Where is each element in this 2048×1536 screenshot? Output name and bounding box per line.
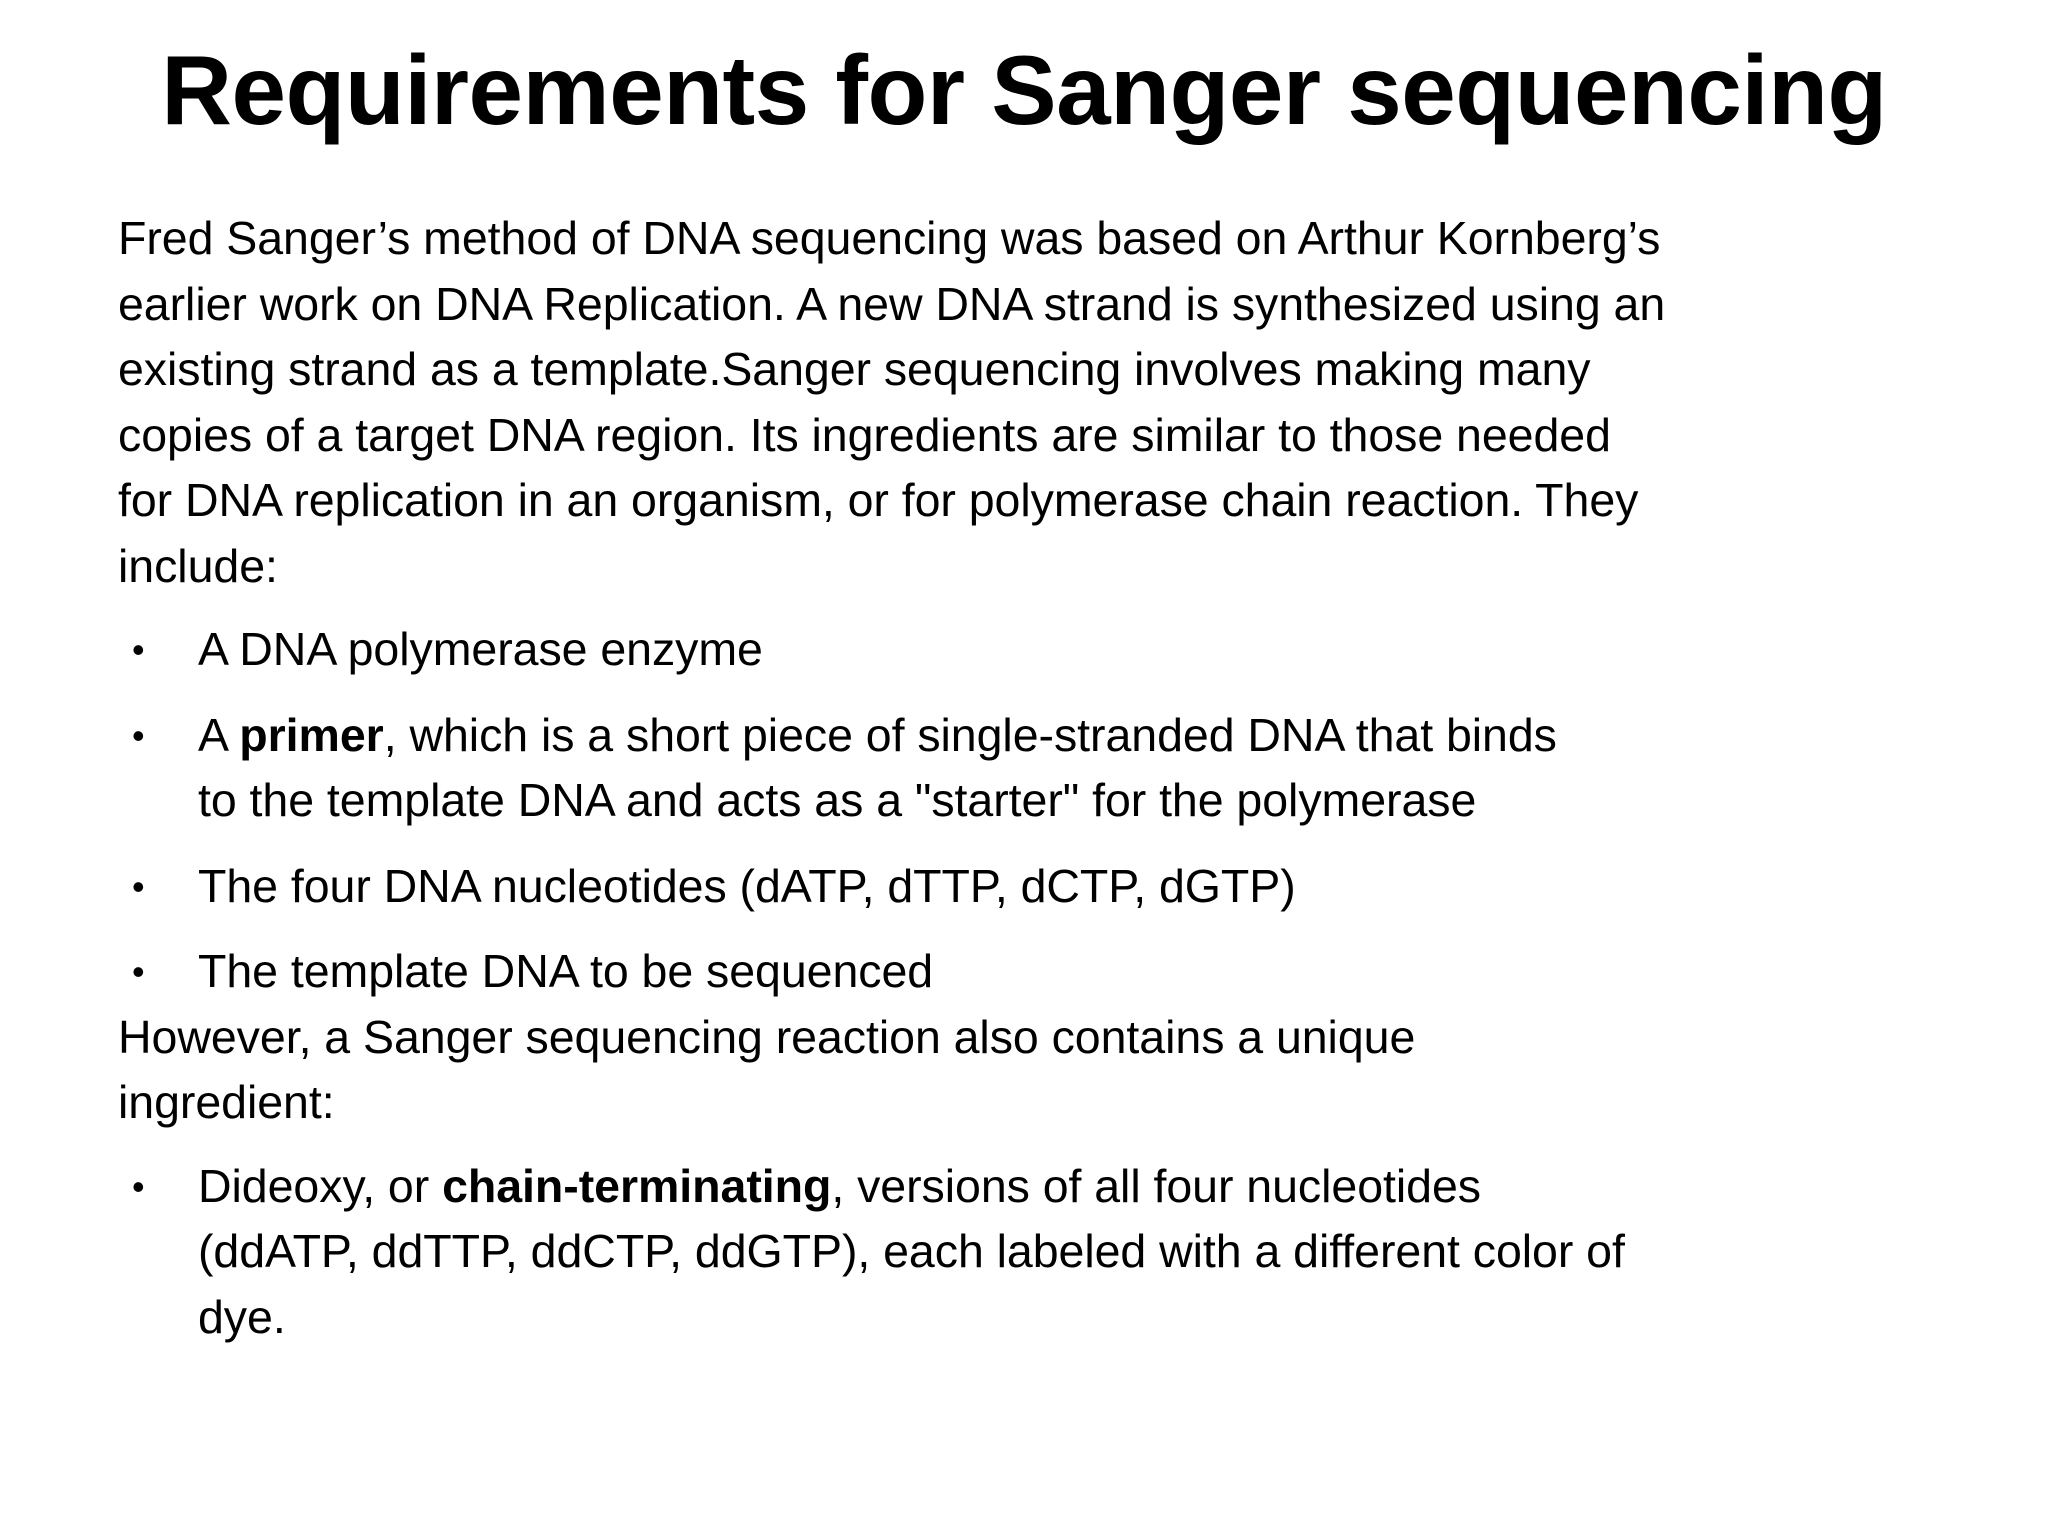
plain-text: A xyxy=(198,708,240,761)
page-title: Requirements for Sanger sequencing xyxy=(161,35,1887,145)
bullet-dna-polymerase: • A DNA polymerase enzyme xyxy=(118,617,1946,683)
bullet-template-dna: • The template DNA to be sequenced xyxy=(118,939,1946,1005)
list-item-label: The template DNA to be sequenced xyxy=(198,939,1946,1005)
bullet-dideoxy: • Dideoxy, or chain-terminating, versions… xyxy=(118,1154,1946,1351)
text-line: (ddATP, ddTTP, ddCTP, ddGTP), each label… xyxy=(198,1219,1946,1285)
list-item-label: A DNA polymerase enzyme xyxy=(198,617,1946,683)
bullet-point-icon: • xyxy=(132,1165,145,1207)
text-line: include: xyxy=(118,539,278,592)
list-item-label: A primer, which is a short piece of sing… xyxy=(198,703,1946,834)
text-line: to the template DNA and acts as a "start… xyxy=(198,768,1946,834)
text-line: for DNA replication in an organism, or f… xyxy=(118,474,1639,526)
plain-text: , which is a short piece of single-stran… xyxy=(383,708,1557,761)
requirements-bullet-list: • A DNA polymerase enzyme • A primer, which… xyxy=(118,617,1946,1005)
plain-text: dye. xyxy=(198,1290,286,1343)
text-line: A primer, which is a short piece of sing… xyxy=(198,703,1946,769)
plain-text: The four DNA nucleotides (dATP, dTTP, dC… xyxy=(198,859,1296,912)
slide-body: Fred Sanger’s method of DNA sequencing w… xyxy=(118,206,1946,1350)
unique-ingredient-bullet-list: • Dideoxy, or chain-terminating, versions… xyxy=(118,1154,1946,1351)
plain-text: , versions of all four nucleotides xyxy=(831,1159,1481,1212)
bullet-point-icon: • xyxy=(132,714,145,756)
however-paragraph: However, a Sanger sequencing reaction al… xyxy=(118,1005,1946,1136)
bullet-four-nucleotides: • The four DNA nucleotides (dATP, dTTP, d… xyxy=(118,854,1946,920)
text-line: However, a Sanger sequencing reaction al… xyxy=(118,1010,1416,1063)
plain-text: A DNA polymerase enzyme xyxy=(198,623,763,675)
text-line: The four DNA nucleotides (dATP, dTTP, dC… xyxy=(198,854,1946,920)
text-line: earlier work on DNA Replication. A new D… xyxy=(118,277,1666,330)
plain-text: (ddATP, ddTTP, ddCTP, ddGTP), each label… xyxy=(198,1225,1625,1277)
emphasis-text: chain-terminating xyxy=(442,1159,832,1212)
text-line: A DNA polymerase enzyme xyxy=(198,617,1946,683)
list-item-label: Dideoxy, or chain-terminating, versions … xyxy=(198,1154,1946,1351)
bullet-point-icon: • xyxy=(132,865,145,907)
text-line: The template DNA to be sequenced xyxy=(198,939,1946,1005)
plain-text: Dideoxy, or xyxy=(198,1159,443,1212)
bullet-primer: • A primer, which is a short piece of sin… xyxy=(118,703,1946,834)
text-line: ingredient: xyxy=(118,1076,335,1128)
intro-paragraph: Fred Sanger’s method of DNA sequencing w… xyxy=(118,206,1946,599)
plain-text: The template DNA to be sequenced xyxy=(198,945,934,997)
bullet-point-icon: • xyxy=(132,629,145,670)
text-line: Fred Sanger’s method of DNA sequencing w… xyxy=(118,212,1661,264)
text-line: existing strand as a template.Sanger seq… xyxy=(118,343,1591,395)
text-line: Dideoxy, or chain-terminating, versions … xyxy=(198,1154,1946,1220)
text-line: copies of a target DNA region. Its ingre… xyxy=(118,408,1611,461)
text-line: dye. xyxy=(198,1285,1946,1351)
plain-text: to the template DNA and acts as a "start… xyxy=(198,774,1477,826)
list-item-label: The four DNA nucleotides (dATP, dTTP, dC… xyxy=(198,854,1946,920)
emphasis-text: primer xyxy=(239,708,384,761)
bullet-point-icon: • xyxy=(132,951,145,992)
